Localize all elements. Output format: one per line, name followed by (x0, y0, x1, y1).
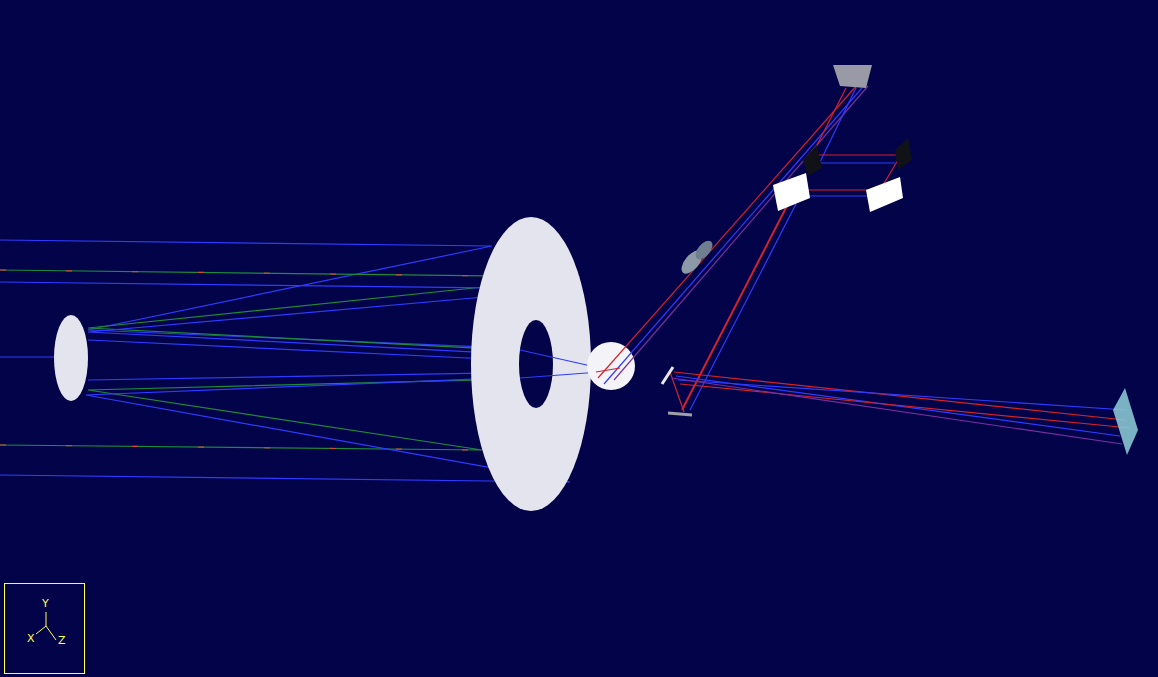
fold-mirror (803, 145, 822, 176)
fold-mirror (895, 138, 912, 170)
ray (604, 88, 862, 384)
ray (812, 88, 846, 155)
detector-plate (1113, 388, 1138, 455)
small-mirror (662, 367, 673, 384)
ray (596, 368, 620, 372)
axis-label: X (27, 633, 35, 645)
ray (676, 376, 1120, 436)
axis-label: Y (42, 598, 49, 610)
ray (680, 384, 1130, 428)
plate (866, 177, 903, 212)
plate (773, 173, 810, 211)
ray (614, 86, 868, 380)
ray (598, 84, 858, 378)
ray (520, 372, 600, 378)
ray (0, 356, 55, 357)
secondary-mirror (54, 315, 88, 401)
ray (674, 372, 1125, 420)
ray (812, 154, 898, 155)
ray (820, 88, 856, 162)
axis (36, 626, 46, 634)
small-mirror (668, 413, 692, 415)
lens (692, 238, 715, 263)
axis-box (5, 584, 85, 674)
ray (815, 162, 895, 163)
mirror-hole (519, 320, 553, 408)
axis-triad (36, 612, 56, 640)
ray (672, 378, 1122, 444)
axis-label: Z (58, 635, 66, 647)
ray (0, 445, 482, 450)
relay-rays (596, 84, 1130, 444)
primary-mirror (471, 217, 591, 511)
fold-mirror (587, 342, 635, 390)
axis (46, 626, 56, 640)
detector-plate (833, 65, 872, 88)
axis (46, 612, 47, 626)
